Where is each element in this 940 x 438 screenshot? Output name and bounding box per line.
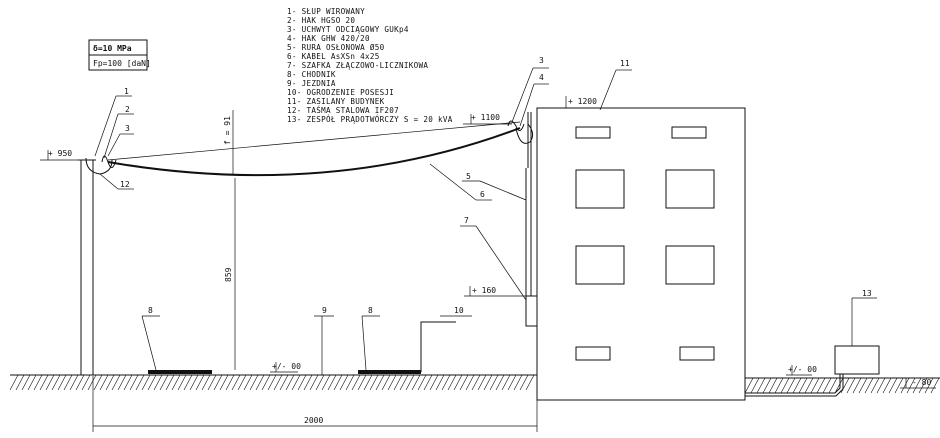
legend-item: 4- HAK GHW 420/20 — [287, 34, 370, 43]
callout-9: 9 — [322, 306, 327, 315]
legend-item: 11- ZASILANY BUDYNEK — [287, 97, 385, 106]
legend-item: 3- UCHWYT ODCIĄGOWY GUKp4 — [287, 25, 409, 34]
legend-item: 9- JEZDNIA — [287, 79, 336, 88]
building — [536, 107, 746, 401]
window — [665, 169, 715, 209]
level-ground-right: +/- 00 — [788, 365, 817, 374]
callout-13: 13 — [862, 289, 872, 298]
callout-4: 4 — [539, 73, 544, 82]
legend-item: 10- OGRODZENIE POSESJI — [287, 88, 394, 97]
cables — [107, 121, 521, 177]
callout-5: 5 — [466, 172, 471, 181]
window — [575, 346, 611, 361]
callout-11: 11 — [620, 59, 630, 68]
legend-item: 8- CHODNIK — [287, 70, 336, 79]
building-hook — [507, 112, 534, 168]
ground — [9, 374, 940, 394]
dim-clearance: 859 — [224, 267, 233, 282]
building-outline — [536, 107, 746, 401]
callout-2: 2 — [125, 105, 130, 114]
cable-6 — [107, 127, 521, 177]
legend-item: 13- ZESPÓŁ PRĄDOTWÓRCZY S = 20 kVA — [287, 115, 453, 124]
callouts: 1 2 3 12 3 4 11 5 6 7 8 9 — [94, 56, 877, 371]
legend-item: 7- SZAFKA ZŁĄCZOWO-LICZNIKOWA — [287, 61, 428, 70]
pole — [78, 155, 117, 375]
chord-line — [107, 121, 521, 161]
legend: 1- SŁUP WIROWANY 2- HAK HGSO 20 3- UCHWY… — [287, 7, 453, 124]
window — [679, 346, 715, 361]
legend-item: 5- RURA OSŁONOWA Ø50 — [287, 43, 385, 52]
force-value: Fp=100 [daN] — [93, 59, 151, 68]
callout-1: 1 — [124, 87, 129, 96]
meter-cabinet — [525, 295, 538, 327]
window — [575, 245, 625, 285]
window — [575, 169, 625, 209]
level-roof: + 1200 — [568, 97, 597, 106]
dim-span: 2000 — [304, 416, 323, 425]
legend-item: 6- KABEL AsXSn 4x25 — [287, 52, 380, 61]
callout-8-left: 8 — [148, 306, 153, 315]
callout-10: 10 — [454, 306, 464, 315]
spec-box: δ=10 MPa Fp=100 [daN] — [88, 39, 151, 71]
level-markers: + 950 + 1100 + 1200 + 160 +/- 00 +/- 00 … — [40, 96, 936, 389]
window — [575, 126, 611, 139]
level-cabinet: + 160 — [472, 286, 496, 295]
window — [671, 126, 707, 139]
callout-6: 6 — [480, 190, 485, 199]
ground-hatching — [9, 374, 940, 394]
level-depth: - 80 — [912, 378, 931, 387]
callout-12: 12 — [120, 180, 130, 189]
stress-value: δ=10 MPa — [93, 44, 132, 53]
conduit — [525, 168, 532, 296]
level-hook: + 1100 — [471, 113, 500, 122]
legend-item: 1- SŁUP WIROWANY — [287, 7, 365, 16]
dimensions: f = 91 859 2000 — [92, 110, 538, 432]
callout-8-right: 8 — [368, 306, 373, 315]
level-pole-top: + 950 — [48, 149, 72, 158]
callout-3-left: 3 — [125, 124, 130, 133]
callout-7: 7 — [464, 216, 469, 225]
fence — [420, 321, 456, 372]
level-road: +/- 00 — [272, 362, 301, 371]
dim-sag: f = 91 — [223, 116, 232, 145]
legend-item: 12- TAŚMA STALOWA IF207 — [287, 106, 399, 115]
window — [665, 245, 715, 285]
callout-3-right: 3 — [539, 56, 544, 65]
generator — [745, 345, 880, 397]
legend-item: 2- HAK HGSO 20 — [287, 16, 355, 25]
